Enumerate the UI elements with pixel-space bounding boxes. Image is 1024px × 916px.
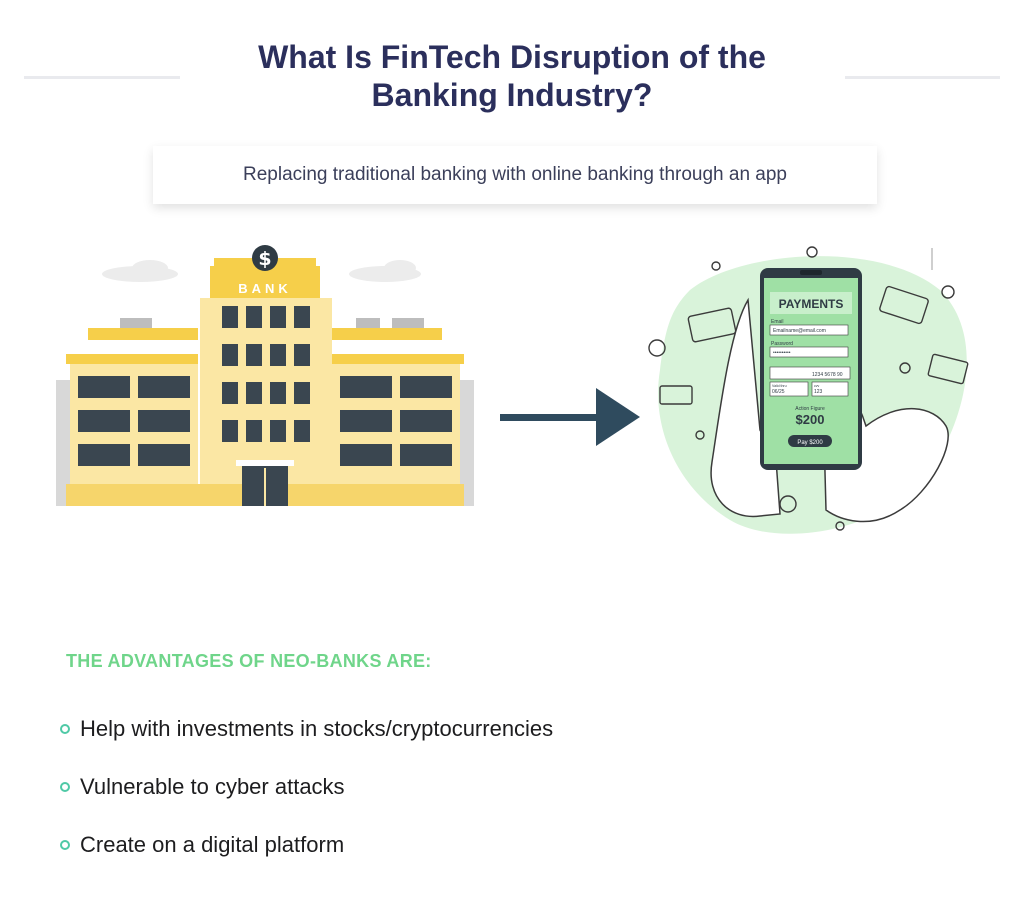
card-number: 1234 5678 90 (812, 372, 843, 378)
list-item-text: Help with investments in stocks/cryptocu… (80, 716, 554, 741)
password-field: •••••••••• (773, 350, 791, 356)
svg-text:$: $ (258, 248, 271, 270)
title-rule-right (845, 76, 1000, 79)
advantages-list: Help with investments in stocks/cryptocu… (60, 700, 553, 874)
valid-value: 06/25 (772, 389, 785, 395)
pay-button: Pay $200 (797, 440, 823, 446)
email-label: Email (771, 319, 784, 325)
bank-building-icon (66, 258, 464, 506)
valid-label: Valid thru (772, 384, 787, 388)
arrow-right-icon (500, 388, 640, 446)
list-item-text: Vulnerable to cyber attacks (80, 774, 345, 799)
list-item-text: Create on a digital platform (80, 832, 345, 857)
list-item: Help with investments in stocks/cryptocu… (60, 700, 553, 758)
list-item: Create on a digital platform (60, 816, 553, 874)
clouds (102, 260, 421, 282)
phone-heading: PAYMENTS (779, 297, 844, 311)
list-item: Vulnerable to cyber attacks (60, 758, 553, 816)
background-towers (56, 380, 474, 506)
bullet-icon (60, 782, 70, 792)
subtitle-box: Replacing traditional banking with onlin… (153, 146, 877, 204)
cvv-value: 123 (814, 389, 823, 395)
page-title-line-2: Banking Industry? (371, 77, 653, 113)
password-label: Password (771, 341, 793, 347)
page-title-line-1: What Is FinTech Disruption of the (258, 39, 766, 75)
dollar-coin-icon: $ (252, 245, 278, 271)
amount-value: $200 (796, 412, 825, 427)
bullet-icon (60, 724, 70, 734)
advantages-heading: THE ADVANTAGES OF NEO-BANKS ARE: (66, 651, 432, 671)
title-rule-left (24, 76, 180, 79)
email-field: Emailname@email.com (773, 328, 826, 334)
bullet-icon (60, 840, 70, 850)
phone-mockup (760, 268, 862, 470)
page-title: What Is FinTech Disruption of the Bankin… (180, 38, 844, 114)
illustration: $ BANK P (56, 245, 969, 534)
subtitle-text: Replacing traditional banking with onlin… (243, 164, 787, 185)
cvv-label: cvv (814, 384, 820, 388)
amount-label: Action Figure (795, 406, 825, 412)
bank-sign-text: BANK (238, 281, 292, 296)
